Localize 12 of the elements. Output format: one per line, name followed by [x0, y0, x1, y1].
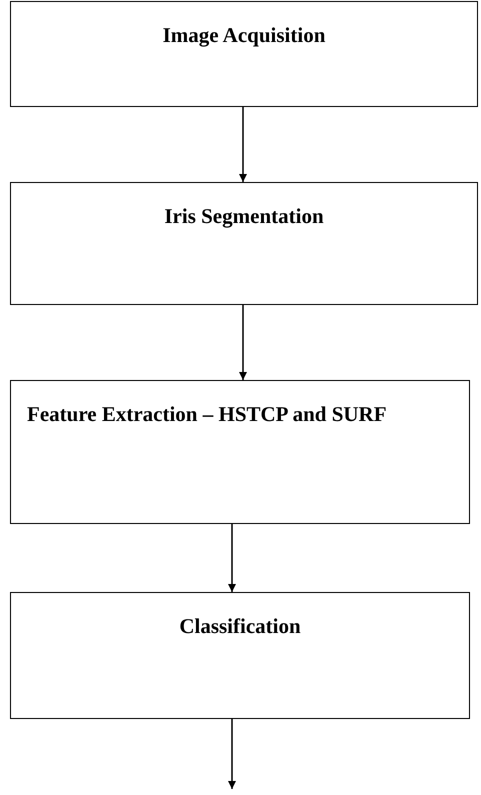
step-title: Classification	[178, 613, 302, 640]
process-box	[10, 1, 478, 107]
arrow	[239, 305, 247, 380]
step-title: Image Acquisition	[162, 22, 326, 49]
process-box	[10, 380, 470, 524]
process-box	[10, 182, 478, 305]
step-title: Feature Extraction – HSTCP and SURF	[27, 401, 388, 428]
arrow	[239, 107, 247, 182]
process-box	[10, 592, 470, 719]
step-title: Iris Segmentation	[163, 203, 325, 230]
arrow	[228, 524, 236, 592]
arrow	[228, 719, 236, 789]
